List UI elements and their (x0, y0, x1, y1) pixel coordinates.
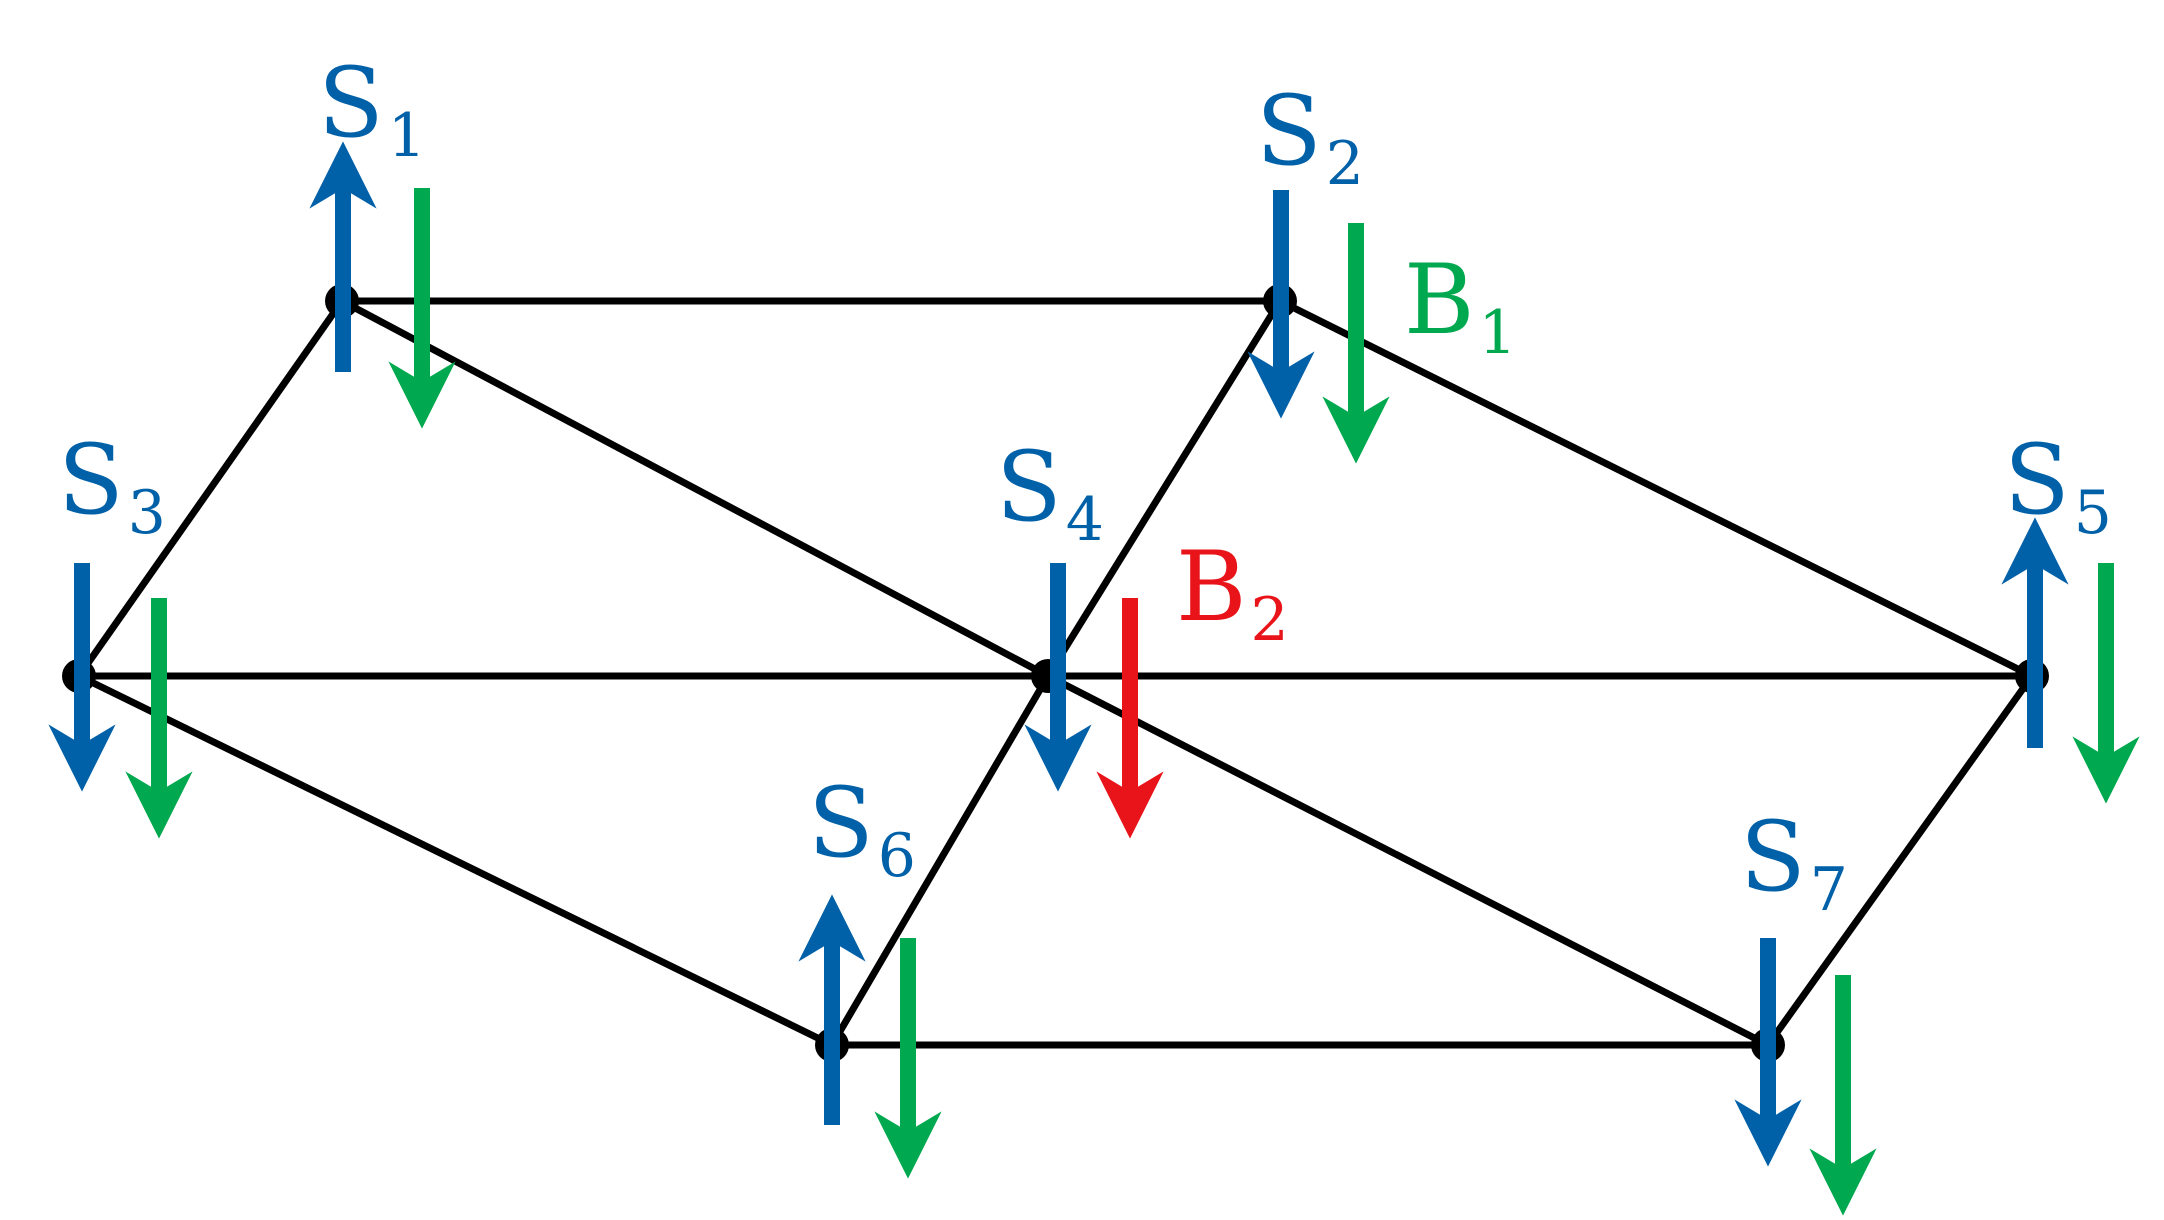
edge-s1-s3 (75, 297, 346, 680)
edge-s4-s7 (1044, 672, 1772, 1049)
edge-s2-s5 (1276, 297, 2036, 680)
edge-s1-s4 (338, 297, 1052, 680)
label-s2-letter: S (1256, 75, 1322, 187)
label-s2: S2 (1256, 75, 1364, 199)
label-s5-index: 5 (2074, 478, 2112, 548)
label-s1: S1 (318, 47, 426, 171)
label-s1-letter: S (318, 47, 384, 159)
label-s3-index: 3 (128, 478, 166, 548)
label-b1-index: 1 (1479, 298, 1517, 368)
field-labels: B1 B2 (1176, 244, 1517, 655)
label-s4-letter: S (996, 431, 1062, 543)
edge-s5-s7 (1764, 672, 2036, 1049)
label-s5-letter: S (2004, 424, 2070, 536)
spin-arrows (48, 141, 2069, 1167)
edge-s4-s6 (828, 672, 1052, 1049)
label-s6: S6 (808, 767, 916, 891)
label-s4: S4 (996, 431, 1104, 555)
site-labels: S1 S2 S3 S4 S5 S6 S7 (58, 47, 2112, 925)
label-s1-index: 1 (388, 101, 426, 171)
label-s7-letter: S (1740, 801, 1806, 913)
label-b1-letter: B (1404, 244, 1475, 356)
label-s4-index: 4 (1066, 485, 1104, 555)
label-s3-letter: S (58, 424, 124, 536)
lattice-edges (75, 297, 2036, 1049)
label-s7: S7 (1740, 801, 1848, 925)
label-s2-index: 2 (1326, 129, 1364, 199)
label-b1: B1 (1404, 244, 1517, 368)
label-s6-index: 6 (878, 821, 916, 891)
label-s3: S3 (58, 424, 166, 548)
field-b1-arrows (125, 188, 2140, 1216)
label-b2: B2 (1176, 531, 1289, 655)
edge-s2-s4 (1044, 297, 1284, 680)
label-s7-index: 7 (1810, 855, 1848, 925)
label-b2-letter: B (1176, 531, 1247, 643)
label-b2-index: 2 (1251, 585, 1289, 655)
label-s6-letter: S (808, 767, 874, 879)
label-s5: S5 (2004, 424, 2112, 548)
edge-s3-s6 (75, 672, 836, 1049)
